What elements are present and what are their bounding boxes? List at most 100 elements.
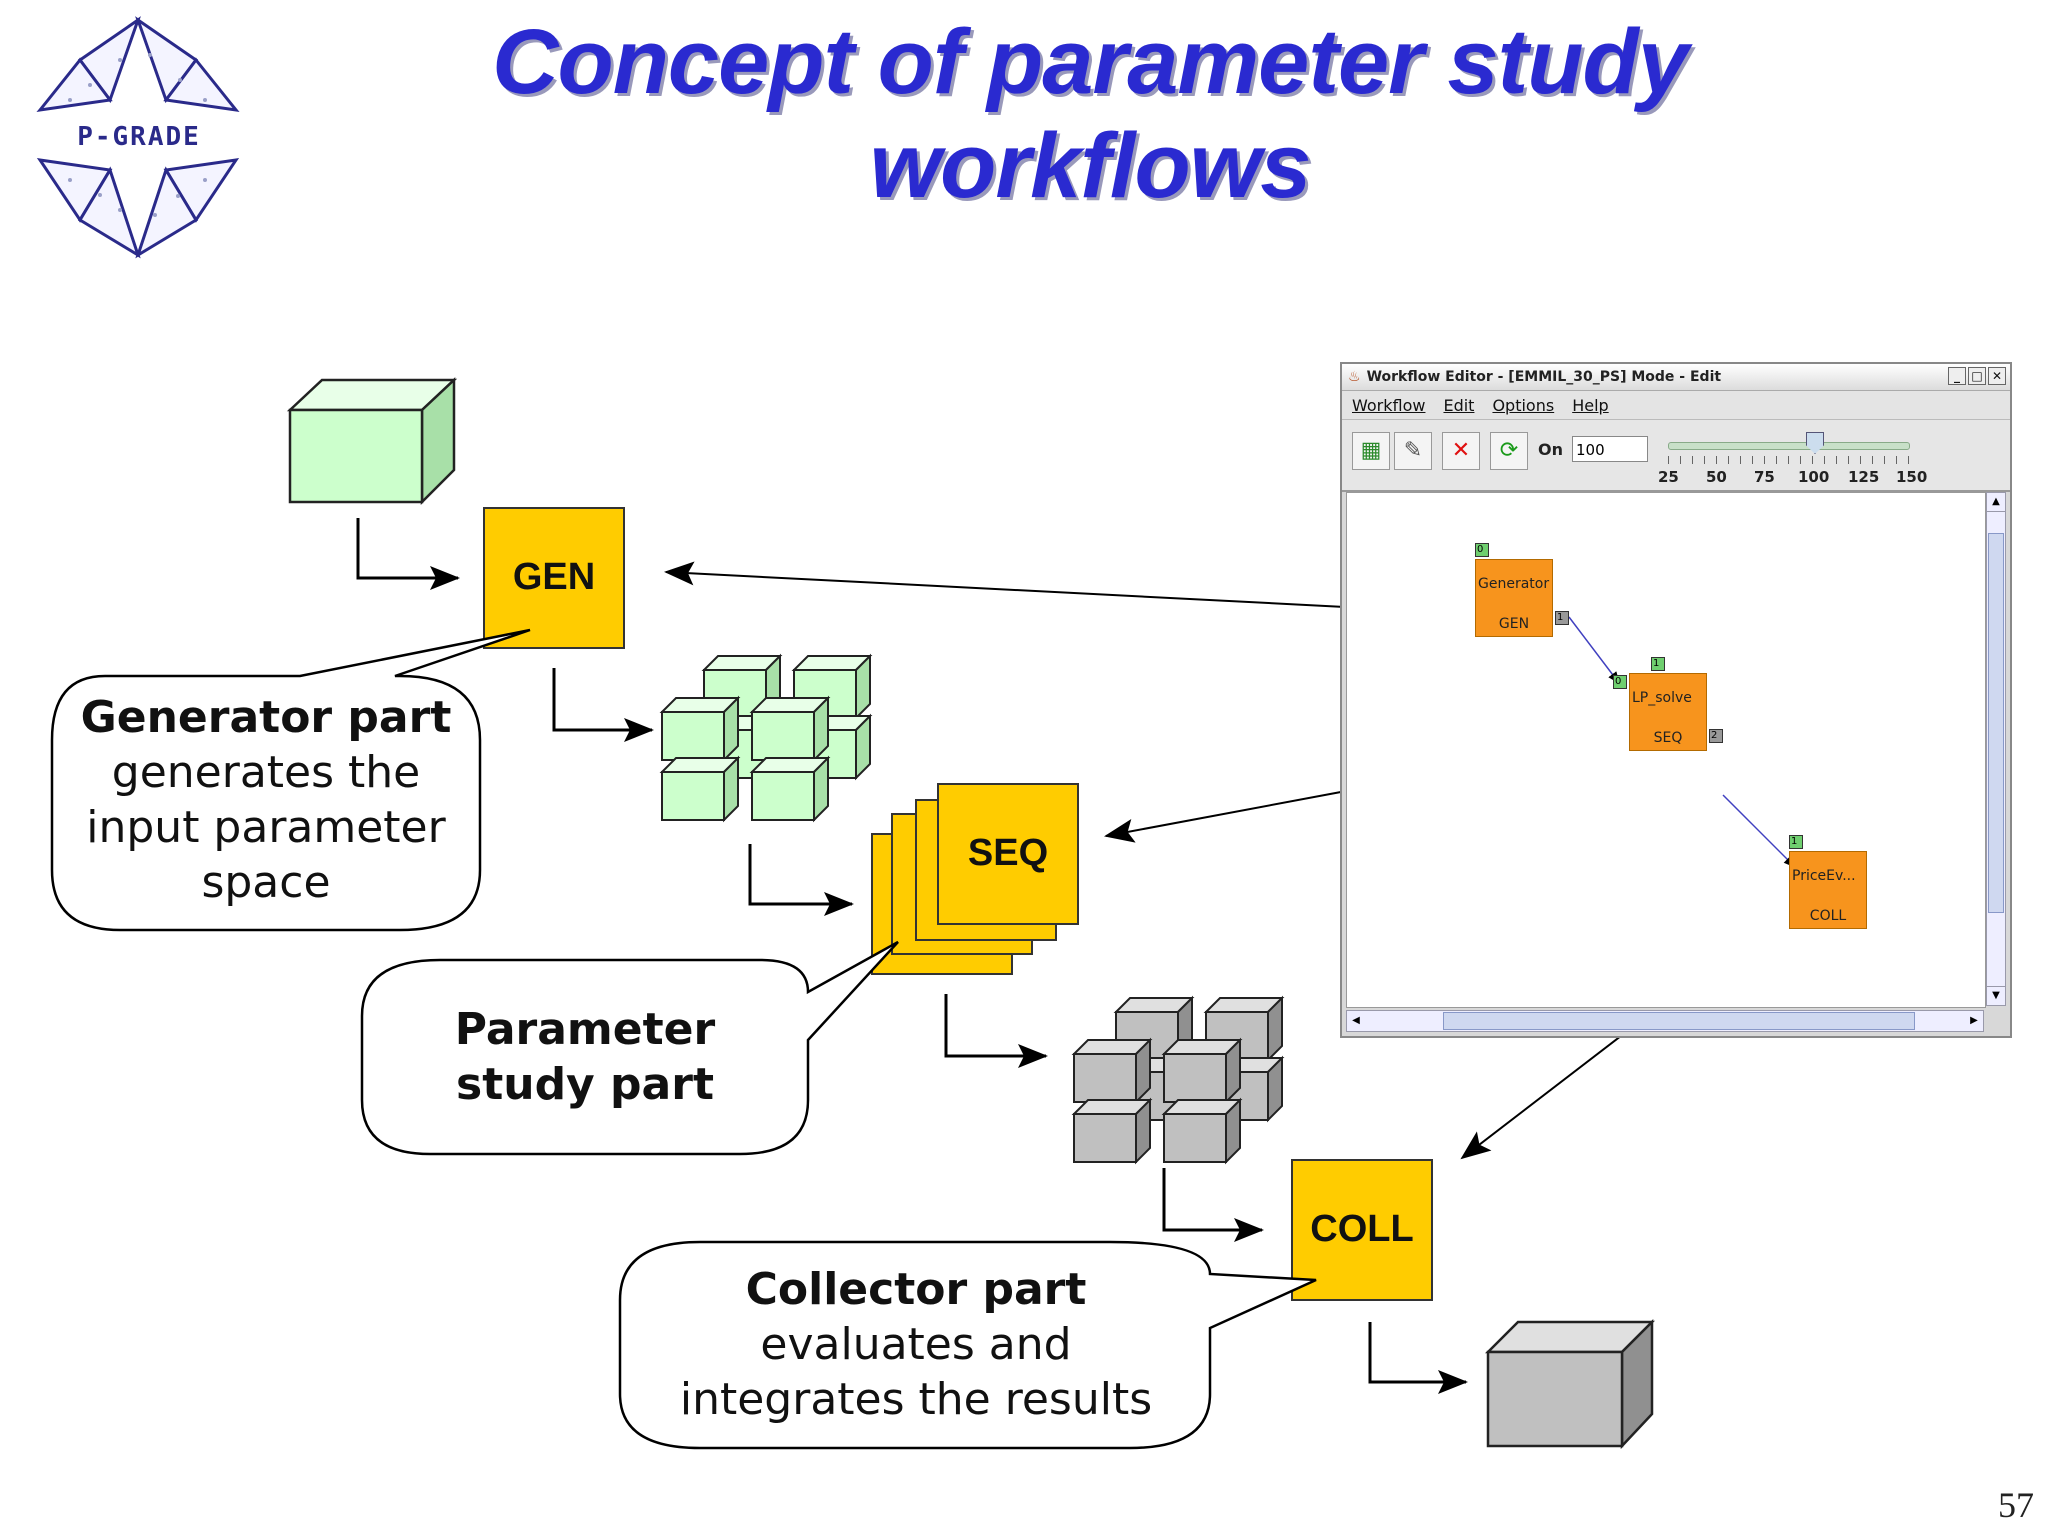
- editor-titlebar[interactable]: ♨ Workflow Editor - [EMMIL_30_PS] Mode -…: [1342, 364, 2010, 391]
- logo-text: P-GRADE: [77, 122, 201, 152]
- scroll-left-icon[interactable]: ◀: [1352, 1015, 1360, 1026]
- collector-bubble-line: evaluates and: [760, 1319, 1072, 1370]
- generator-bubble-line: generates the: [111, 747, 421, 798]
- job-lp-solve-in-port[interactable]: 0: [1613, 675, 1627, 689]
- coll-block: [1291, 1159, 1433, 1301]
- job-type: SEQ: [1653, 730, 1683, 746]
- generator-bubble-text: Generator part generates the input param…: [60, 690, 472, 910]
- zoom-tick: 75: [1754, 468, 1775, 486]
- connector-gen-grid: [552, 668, 654, 742]
- zoom-tick: 50: [1706, 468, 1727, 486]
- coll-label: COLL: [1310, 1208, 1414, 1250]
- gen-block: [483, 507, 625, 649]
- job-generator-out-port[interactable]: 1: [1555, 611, 1569, 625]
- zoom-tick: 100: [1798, 468, 1830, 486]
- zoom-tick: 125: [1848, 468, 1880, 486]
- logo-dots: [68, 53, 207, 217]
- parameter-bubble-line: study part: [456, 1059, 714, 1110]
- cube-front: [1073, 1053, 1137, 1103]
- workflow-edges: [1568, 616, 1796, 868]
- pgrade-logo: [36, 16, 240, 259]
- connector-grid-seq: [748, 844, 854, 916]
- job-priceev-in-port[interactable]: 1: [1789, 835, 1803, 849]
- cube-front: [661, 711, 725, 761]
- refresh-button[interactable]: ⟳: [1490, 432, 1528, 470]
- green-cube-grid: [659, 653, 873, 823]
- parameter-bubble-line: Parameter: [454, 1004, 716, 1055]
- zoom-tick: 150: [1896, 468, 1928, 486]
- generator-bubble-line: input parameter: [86, 802, 446, 853]
- title-line-1: Concept of parameter study: [492, 11, 1689, 113]
- minimize-icon[interactable]: _: [1948, 367, 1966, 385]
- cube-front: [751, 771, 815, 821]
- menu-edit[interactable]: Edit: [1443, 395, 1475, 415]
- connector-graygrid-coll: [1162, 1168, 1264, 1242]
- job-type: GEN: [1498, 616, 1530, 632]
- job-generator-in-port[interactable]: 0: [1475, 543, 1489, 557]
- pointer-gen: [664, 561, 1443, 613]
- input-cube: [286, 377, 458, 506]
- cube-front: [751, 711, 815, 761]
- seq-label: SEQ: [967, 832, 1049, 874]
- job-lp-solve-out-port[interactable]: 2: [1709, 729, 1723, 743]
- add-port-button[interactable]: ✎: [1394, 432, 1432, 470]
- zoom-tick: 25: [1658, 468, 1679, 486]
- page-number: 57: [1998, 1485, 2034, 1525]
- editor-toolbar: ▦ ✎ ✕ ⟳ On 100 25 50 75 100 125 150: [1342, 420, 2010, 492]
- zoom-slider-track[interactable]: [1668, 442, 1910, 450]
- vertical-scrollbar[interactable]: ▲ ▼: [1986, 492, 2006, 1006]
- java-icon: ♨: [1348, 369, 1361, 385]
- collector-bubble: [618, 1240, 1317, 1450]
- on-label: On: [1538, 440, 1563, 459]
- cube-front: [1163, 1053, 1227, 1103]
- collector-bubble-text: Collector part evaluates and integrates …: [630, 1262, 1202, 1427]
- job-name: Generator: [1478, 576, 1550, 592]
- gray-cube-grid: [1071, 995, 1285, 1165]
- cube-front: [1163, 1113, 1227, 1163]
- seq-block-stack: [871, 783, 1079, 975]
- scroll-right-icon[interactable]: ▶: [1970, 1015, 1978, 1026]
- scroll-up-icon[interactable]: ▲: [1987, 493, 2005, 512]
- close-icon[interactable]: ✕: [1988, 367, 2006, 385]
- collector-bubble-title: Collector part: [745, 1264, 1087, 1315]
- workflow-editor-window: ♨ Workflow Editor - [EMMIL_30_PS] Mode -…: [1340, 362, 2012, 1038]
- job-name: LP_solve: [1632, 690, 1692, 706]
- scroll-down-icon[interactable]: ▼: [1987, 986, 2005, 1005]
- horizontal-scroll-thumb[interactable]: [1443, 1012, 1915, 1030]
- menu-workflow[interactable]: Workflow: [1352, 395, 1426, 415]
- editor-title: Workflow Editor - [EMMIL_30_PS] Mode - E…: [1366, 369, 1722, 385]
- job-type: COLL: [1809, 908, 1847, 924]
- zoom-slider-thumb[interactable]: [1806, 432, 1824, 454]
- output-cube: [1484, 1318, 1656, 1450]
- vertical-scroll-thumb[interactable]: [1988, 533, 2004, 913]
- gen-label: GEN: [512, 556, 596, 598]
- job-name: PriceEv...: [1792, 868, 1856, 884]
- workflow-canvas[interactable]: Generator GEN 0 1 LP_solve SEQ 0 1 2 Pri…: [1346, 492, 1986, 1008]
- zoom-slider-ticks: [1668, 456, 1918, 464]
- connector-input-gen: [356, 518, 460, 590]
- generator-bubble: [50, 628, 531, 932]
- add-job-button[interactable]: ▦: [1352, 432, 1390, 470]
- job-priceev[interactable]: PriceEv... COLL: [1789, 851, 1867, 929]
- collector-bubble-line: integrates the results: [679, 1374, 1153, 1425]
- connector-coll-output: [1368, 1322, 1468, 1394]
- editor-menubar: Workflow Edit Options Help: [1342, 391, 2010, 420]
- job-lp-solve[interactable]: LP_solve SEQ: [1629, 673, 1707, 751]
- zoom-input[interactable]: 100: [1572, 436, 1648, 462]
- title-line-2: workflows: [869, 115, 1312, 217]
- job-lp-solve-top-port[interactable]: 1: [1651, 657, 1665, 671]
- generator-bubble-title: Generator part: [80, 692, 452, 743]
- horizontal-scrollbar[interactable]: ◀ ▶: [1346, 1010, 1984, 1032]
- connector-seq-graygrid: [944, 994, 1048, 1068]
- cube-front: [1073, 1113, 1137, 1163]
- window-controls: _ □ ✕: [1948, 367, 2006, 385]
- job-generator[interactable]: Generator GEN: [1475, 559, 1553, 637]
- maximize-icon[interactable]: □: [1968, 367, 1986, 385]
- delete-button[interactable]: ✕: [1442, 432, 1480, 470]
- menu-help[interactable]: Help: [1572, 395, 1609, 415]
- menu-options[interactable]: Options: [1492, 395, 1555, 415]
- cube-front: [661, 771, 725, 821]
- parameter-bubble: [360, 940, 899, 1156]
- parameter-bubble-text: Parameter study part: [370, 1002, 800, 1112]
